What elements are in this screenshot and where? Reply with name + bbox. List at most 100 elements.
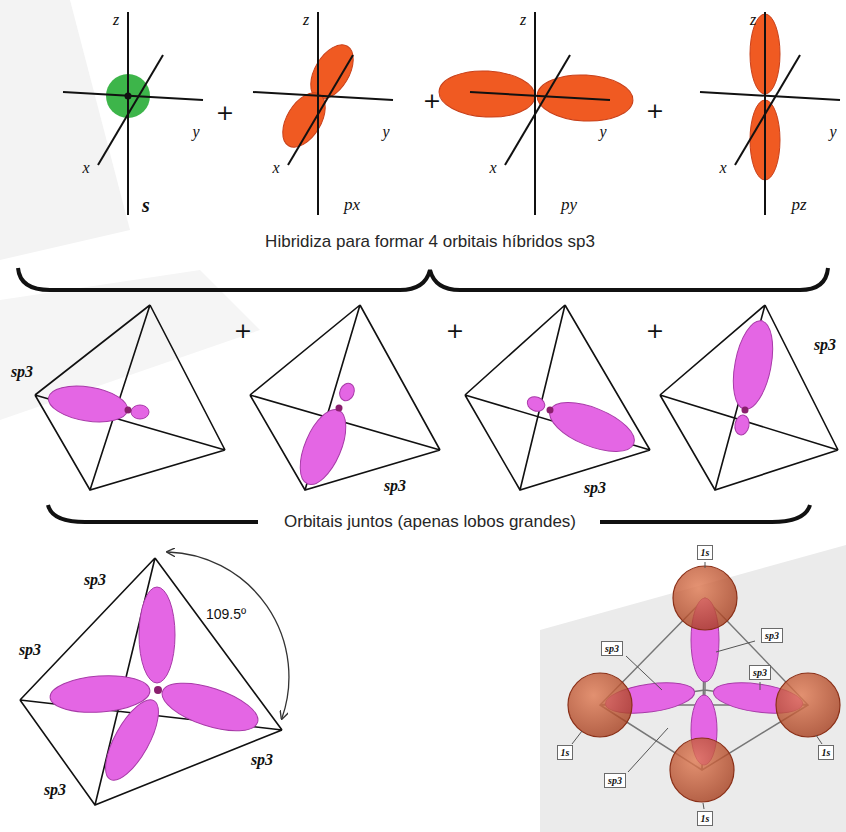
axis-label: y	[382, 123, 389, 141]
leader-line	[572, 731, 582, 744]
label-box: 1s	[818, 745, 835, 760]
1s-sphere	[568, 673, 632, 737]
leader-line	[716, 641, 755, 652]
sp3-small-lobe	[733, 414, 751, 436]
box-text: 1s	[701, 547, 710, 558]
orbital-name: py	[561, 195, 577, 215]
plus-sign: +	[423, 88, 441, 113]
label-box: 1s	[697, 545, 714, 560]
leader-lines	[572, 562, 822, 809]
y-axis	[470, 92, 610, 100]
x-axis	[735, 55, 800, 165]
sp3-lobe	[95, 692, 168, 787]
label-box: sp3	[749, 665, 771, 680]
box-text: sp3	[605, 643, 619, 654]
box-text: sp3	[753, 667, 767, 678]
axes	[470, 12, 610, 215]
axis-label: x	[489, 159, 496, 177]
box-text: sp3	[608, 775, 622, 786]
plus-sign: +	[234, 318, 252, 343]
axes	[700, 12, 840, 215]
box-text: 1s	[701, 813, 710, 824]
axis-label: x	[272, 159, 279, 177]
box-text: 1s	[822, 747, 831, 758]
orbital-name: s	[142, 194, 150, 217]
background-shape	[0, 0, 130, 260]
nucleus-dot	[125, 407, 132, 414]
tetrahedron	[250, 305, 440, 490]
leader-line	[628, 728, 668, 772]
axis-label: y	[599, 123, 606, 141]
background-shape	[0, 270, 260, 420]
hybrid-label: sp3	[251, 751, 273, 769]
hybrid-label: sp3	[44, 781, 66, 799]
axis-label: x	[719, 159, 726, 177]
1s-sphere	[673, 566, 737, 630]
sp3-orbitals	[49, 587, 264, 788]
brace	[600, 505, 810, 522]
1s-sphere	[776, 673, 840, 737]
sp3-small-lobe	[337, 381, 357, 403]
x-axis	[98, 55, 163, 165]
hybrid-label: sp3	[84, 571, 106, 589]
axis-label: z	[113, 11, 119, 29]
sp3-lobe	[543, 393, 641, 462]
tetrahedron	[20, 558, 282, 805]
label-box: 1s	[697, 811, 714, 826]
x-axis	[288, 55, 353, 165]
orbital-name: px	[344, 195, 360, 215]
plus-sign: +	[446, 318, 464, 343]
sp3-small-lobe	[131, 405, 149, 419]
x-axis	[505, 55, 570, 165]
hybrid-label: sp3	[814, 336, 836, 354]
angle-label: 109.5º	[204, 606, 248, 622]
sp3-orbitals	[46, 317, 779, 490]
plus-sign: +	[216, 100, 234, 125]
axis-label: z	[520, 11, 526, 29]
box-text: 1s	[561, 747, 570, 758]
axis-label: z	[750, 11, 756, 29]
tetrahedron	[660, 305, 838, 490]
nucleus-dot	[154, 686, 162, 694]
tetrahedron	[35, 305, 225, 490]
leader-line	[760, 682, 761, 690]
axis-label: y	[192, 123, 199, 141]
box-text: sp3	[765, 630, 779, 641]
brace	[48, 505, 258, 522]
tetrahedra	[35, 305, 838, 490]
hybrid-label: sp3	[11, 363, 33, 381]
plus-sign: +	[646, 98, 664, 123]
step-caption: Hibridiza para formar 4 orbitais híbrido…	[265, 232, 595, 252]
nucleus-dot	[742, 407, 749, 414]
label-box: sp3	[601, 641, 623, 656]
hybrid-label: sp3	[19, 641, 41, 659]
leader-line	[705, 562, 706, 568]
1s-sphere	[670, 738, 734, 802]
plus-sign: +	[646, 318, 664, 343]
brace	[18, 268, 828, 290]
nucleus-dot	[547, 407, 554, 414]
axis-label: x	[82, 159, 89, 177]
axes	[253, 12, 393, 215]
axis-label: z	[303, 11, 309, 29]
background-shape	[540, 545, 846, 832]
orbital-name: pz	[791, 195, 806, 215]
leader-line	[816, 735, 822, 744]
sp3-lobe	[157, 673, 264, 740]
leader-line	[703, 803, 704, 809]
y-axis	[63, 92, 203, 100]
nucleus-dot	[125, 93, 132, 100]
hybrid-label: sp3	[584, 479, 606, 497]
sp3-lobe	[46, 381, 130, 427]
y-axis	[253, 92, 393, 100]
sp3-small-lobe	[525, 394, 547, 414]
angle-arc	[168, 552, 289, 718]
y-axis	[700, 92, 840, 100]
sp3-lobe	[139, 587, 175, 683]
sp3-lobe	[291, 403, 355, 491]
hybrid-label: sp3	[384, 477, 406, 495]
nucleus-dot	[336, 405, 343, 412]
sp3-lobe	[727, 317, 780, 412]
leader-line	[626, 656, 662, 690]
